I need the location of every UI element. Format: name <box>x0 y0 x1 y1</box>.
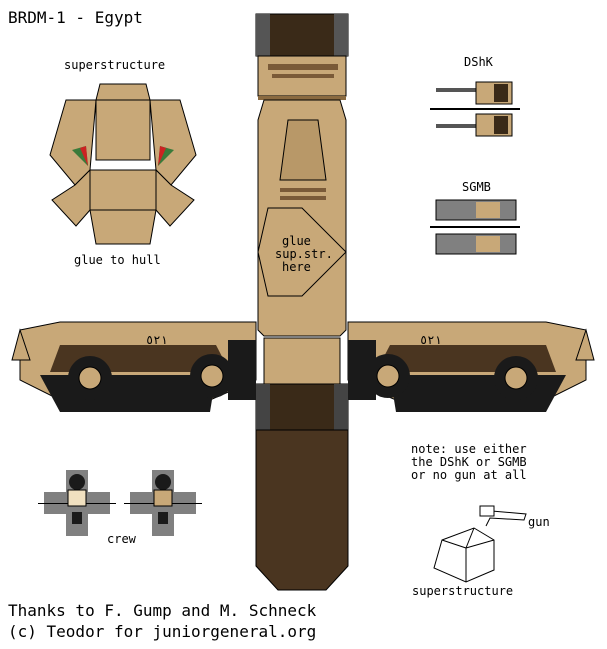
glue-sup-line1: glue <box>282 234 311 248</box>
note-line3: or no gun at all <box>411 468 527 482</box>
crew-figures <box>38 470 202 536</box>
hull-number-left: ٥٢١ <box>146 333 168 347</box>
hull-number-right: ٥٢١ <box>420 333 442 347</box>
superstructure-label: superstructure <box>64 58 166 72</box>
credits-line2: (c) Teodor for juniorgeneral.org <box>8 622 317 641</box>
hull-side-right <box>347 321 595 412</box>
hull-center-strip <box>255 13 349 591</box>
sgmb-label: SGMB <box>462 180 491 194</box>
dshk-parts <box>430 81 520 137</box>
dshk-label: DShK <box>464 55 493 69</box>
note-line1: note: use either <box>411 442 527 456</box>
credits-line1: Thanks to F. Gump and M. Schneck <box>8 601 317 620</box>
assembly-diagram <box>433 505 527 583</box>
sgmb-parts <box>430 199 520 255</box>
crew-label: crew <box>107 532 136 546</box>
superstructure-net <box>49 83 197 245</box>
note-line2: the DShK or SGMB <box>411 455 527 469</box>
gun-label: gun <box>528 515 550 529</box>
hull-side-left <box>11 321 257 412</box>
superstructure-diagram-label: superstructure <box>412 584 514 598</box>
glue-sup-line3: here <box>282 260 311 274</box>
glue-sup-line2: sup.str. <box>275 247 333 261</box>
glue-to-hull-label: glue to hull <box>74 253 161 267</box>
page-title: BRDM-1 - Egypt <box>8 8 143 27</box>
